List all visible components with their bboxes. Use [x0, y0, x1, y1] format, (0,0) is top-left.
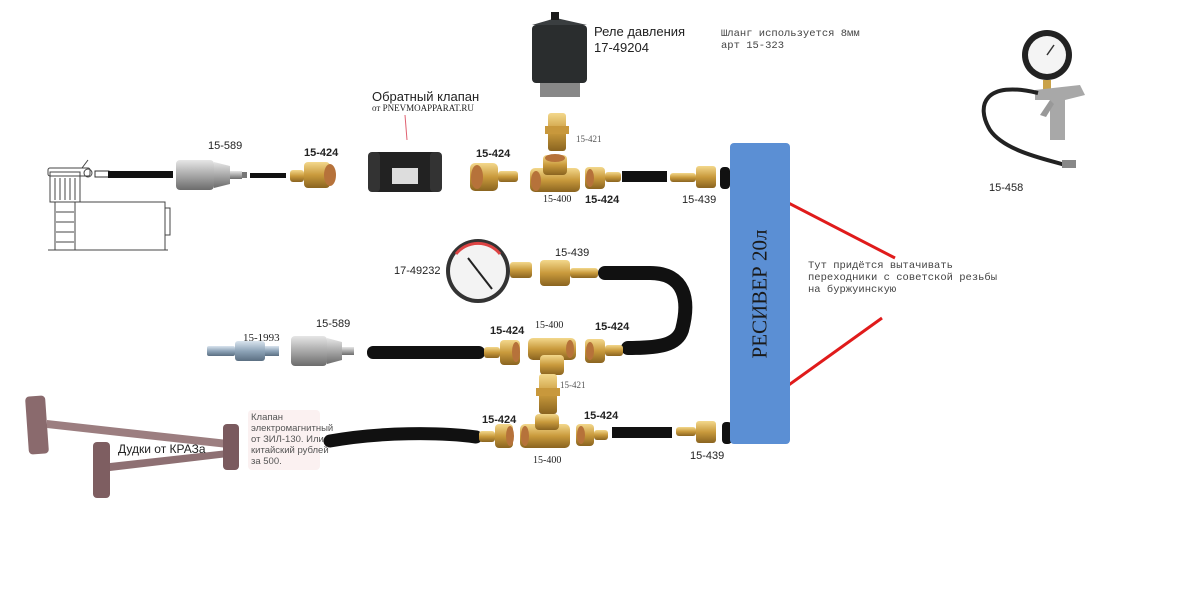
- label-fitting-middle-b: 15-424: [595, 321, 630, 333]
- air-horns-icon: [25, 395, 239, 498]
- adapter-note-line2: переходники с советской резьбы: [808, 272, 998, 284]
- label-gauge-fitting: 15-439: [555, 247, 590, 259]
- hose-fitting-middle-a: [484, 340, 520, 365]
- nipple-fitting-top: [545, 113, 569, 151]
- hose-loop: [598, 266, 693, 355]
- relay-code: 17-49204: [594, 40, 649, 55]
- hose-fitting-top-c: [585, 167, 621, 189]
- quick-plug: [207, 341, 279, 361]
- relay-title: Реле давления: [594, 24, 686, 39]
- label-plug: 15-1993: [243, 332, 280, 344]
- hose-top-receiver: [622, 171, 667, 182]
- tee-fitting-top: [530, 154, 580, 192]
- valve-note: Клапан электромагнитный от ЗИЛ-130. Или …: [248, 410, 333, 470]
- horns-label: Дудки от КРАЗа: [118, 442, 206, 456]
- receiver-fitting-bottom: [676, 421, 732, 444]
- label-fitting-middle-a: 15-424: [490, 325, 525, 337]
- label-gauge: 17-49232: [394, 265, 441, 277]
- hose-fitting-top-a: [290, 162, 336, 188]
- nipple-fitting-middle: [536, 374, 560, 414]
- receiver-fitting-top: [670, 166, 730, 189]
- pressure-gauge-icon: [446, 239, 532, 303]
- gauge-hose-fitting: [540, 260, 598, 286]
- hose-compressor: [108, 171, 173, 178]
- hose-bottom-receiver: [612, 427, 672, 438]
- label-receiver-fitting-top: 15-439: [682, 194, 717, 206]
- label-fitting-top-a: 15-424: [304, 147, 339, 159]
- label-fitting-top-b: 15-424: [476, 148, 511, 160]
- check-valve-source: от PNEVMOAPPARAT.RU: [372, 103, 474, 113]
- compressor-icon: [47, 159, 171, 251]
- label-fitting-bottom-b: 15-424: [584, 410, 619, 422]
- hose-bottom: [323, 427, 483, 448]
- tire-inflator-icon: [981, 30, 1085, 168]
- check-valve-icon: [368, 114, 442, 192]
- hose-fitting-bottom-a: [479, 424, 514, 448]
- label-nipple-top: 15-421: [576, 134, 602, 144]
- pressure-relay-icon: [532, 12, 587, 97]
- adapter-note-line3: на буржуинскую: [808, 284, 897, 296]
- label-fitting-bottom-a: 15-424: [482, 414, 517, 426]
- hose-note-line1: Шланг используется 8мм: [721, 28, 860, 40]
- label-tee-bottom: 15-400: [533, 455, 562, 466]
- label-nipple-middle: 15-421: [560, 380, 586, 390]
- check-valve-title: Обратный клапан: [372, 89, 480, 104]
- quick-coupler-middle: [291, 336, 354, 366]
- quick-coupler-top: [176, 160, 247, 190]
- hose-fitting-bottom-b: [576, 424, 608, 446]
- receiver-tank: РЕСИВЕР 20л: [730, 143, 790, 444]
- label-inflator: 15-458: [989, 182, 1024, 194]
- receiver-label: РЕСИВЕР 20л: [747, 229, 772, 358]
- label-coupler-middle: 15-589: [316, 318, 351, 330]
- hose-fitting-top-b: [470, 163, 518, 191]
- tee-fitting-bottom: [520, 414, 570, 448]
- hose-coupler-fitting: [250, 173, 286, 178]
- hose-middle: [367, 346, 485, 359]
- hose-fitting-middle-b: [585, 339, 623, 363]
- adapter-note-line1: Тут придётся вытачивать: [808, 260, 953, 272]
- tee-fitting-middle: [528, 338, 576, 375]
- label-fitting-top-c: 15-424: [585, 194, 620, 206]
- label-receiver-fitting-bottom: 15-439: [690, 450, 725, 462]
- label-tee-top: 15-400: [543, 194, 572, 205]
- label-coupler-top: 15-589: [208, 140, 243, 152]
- hose-note-line2: арт 15-323: [721, 40, 785, 52]
- label-tee-middle: 15-400: [535, 320, 564, 331]
